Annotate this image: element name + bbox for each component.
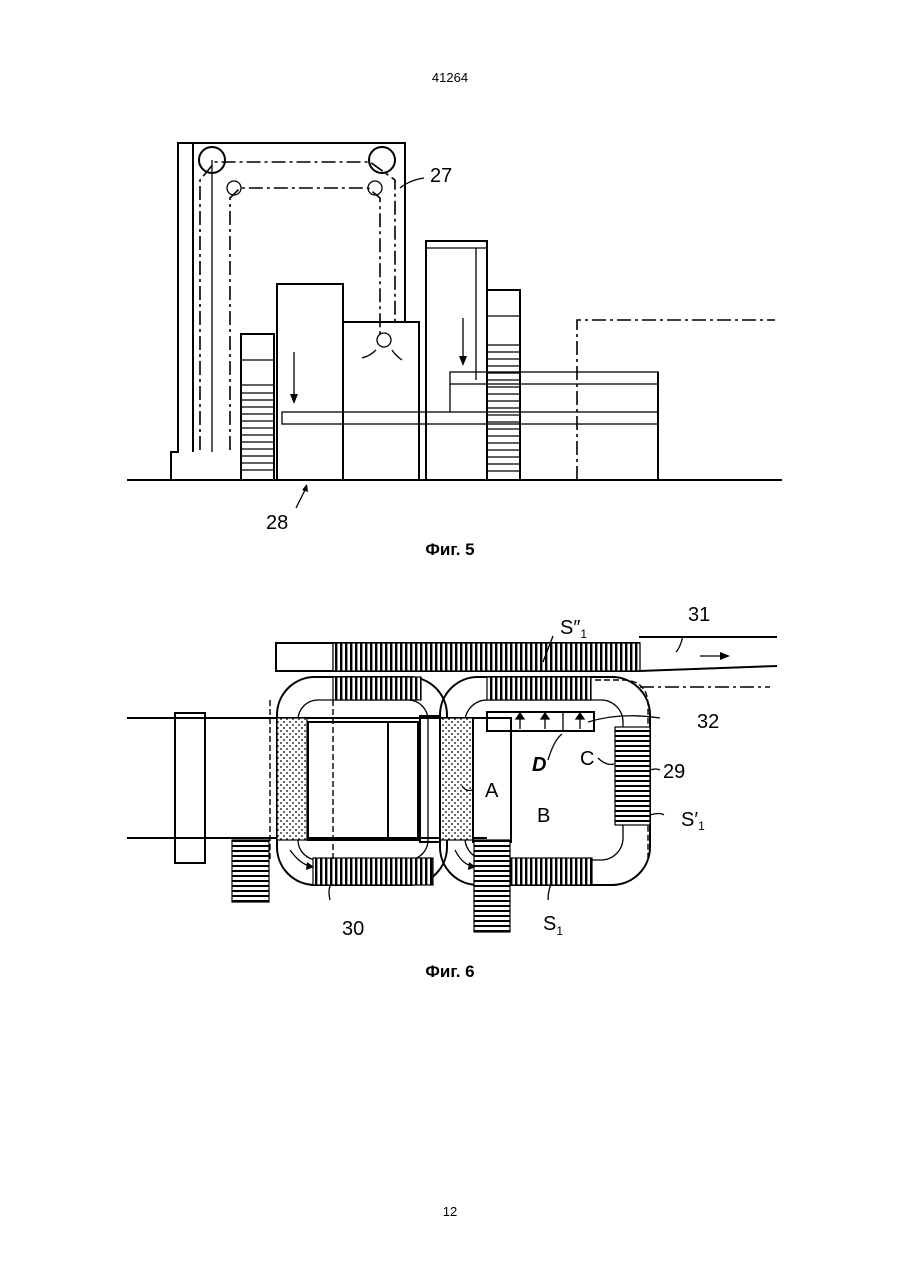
stack-block-right — [487, 290, 520, 480]
label-S1: S1 — [543, 913, 563, 938]
page-number: 12 — [0, 1204, 900, 1219]
label-28: 28 — [266, 512, 288, 530]
label-S1-prime: S′1 — [681, 809, 705, 833]
ladder-stack-left — [232, 840, 269, 902]
loop30-stack-bottom — [313, 858, 433, 885]
conveyor-upper — [450, 372, 658, 384]
pulley-hook — [377, 333, 391, 347]
label-31: 31 — [688, 604, 710, 626]
enclosure-right — [577, 320, 775, 480]
loop30-dotted-left — [277, 718, 307, 840]
figure-5-drawing: 27 28 — [0, 130, 900, 530]
gripper-arrows — [516, 713, 584, 729]
stack-S1-double — [333, 643, 640, 671]
figure-5-caption: Фиг. 5 — [0, 540, 900, 560]
label-C: C — [580, 748, 594, 770]
loop30-stack-top — [333, 677, 421, 700]
label-29: 29 — [663, 761, 685, 783]
press-block-3 — [426, 241, 487, 480]
gripper-bar-32 — [487, 712, 594, 731]
conveyor-lower — [282, 412, 658, 424]
label-A: A — [485, 780, 499, 802]
figure-6-drawing: 31 S″1 32 D C 29 A B S′1 30 S1 — [0, 595, 900, 955]
hook-arrow-right — [392, 350, 402, 360]
document-number: 41264 — [0, 70, 900, 85]
label-D: D — [532, 754, 546, 776]
hook-arrow-left — [362, 350, 376, 358]
stack-left-stripes — [241, 360, 274, 470]
label-27: 27 — [430, 165, 452, 187]
press-block-1 — [277, 284, 343, 480]
label-S1-double: S″1 — [560, 617, 587, 641]
loop29-stack-top — [487, 677, 591, 700]
label-30: 30 — [342, 918, 364, 940]
stack-S1-prime — [615, 727, 650, 825]
rope-path-inner — [230, 188, 380, 450]
pulley-large-right — [369, 147, 395, 173]
loop29-dotted-left — [440, 718, 473, 840]
label-B: B — [537, 805, 550, 827]
loop29-stack-bottom — [508, 858, 592, 885]
press-center — [420, 716, 440, 842]
stack-right-stripes — [487, 316, 520, 471]
press-left — [175, 713, 205, 863]
label-32: 32 — [697, 711, 719, 733]
ladder-stack-center — [474, 840, 510, 932]
figure-6-caption: Фиг. 6 — [0, 962, 900, 982]
